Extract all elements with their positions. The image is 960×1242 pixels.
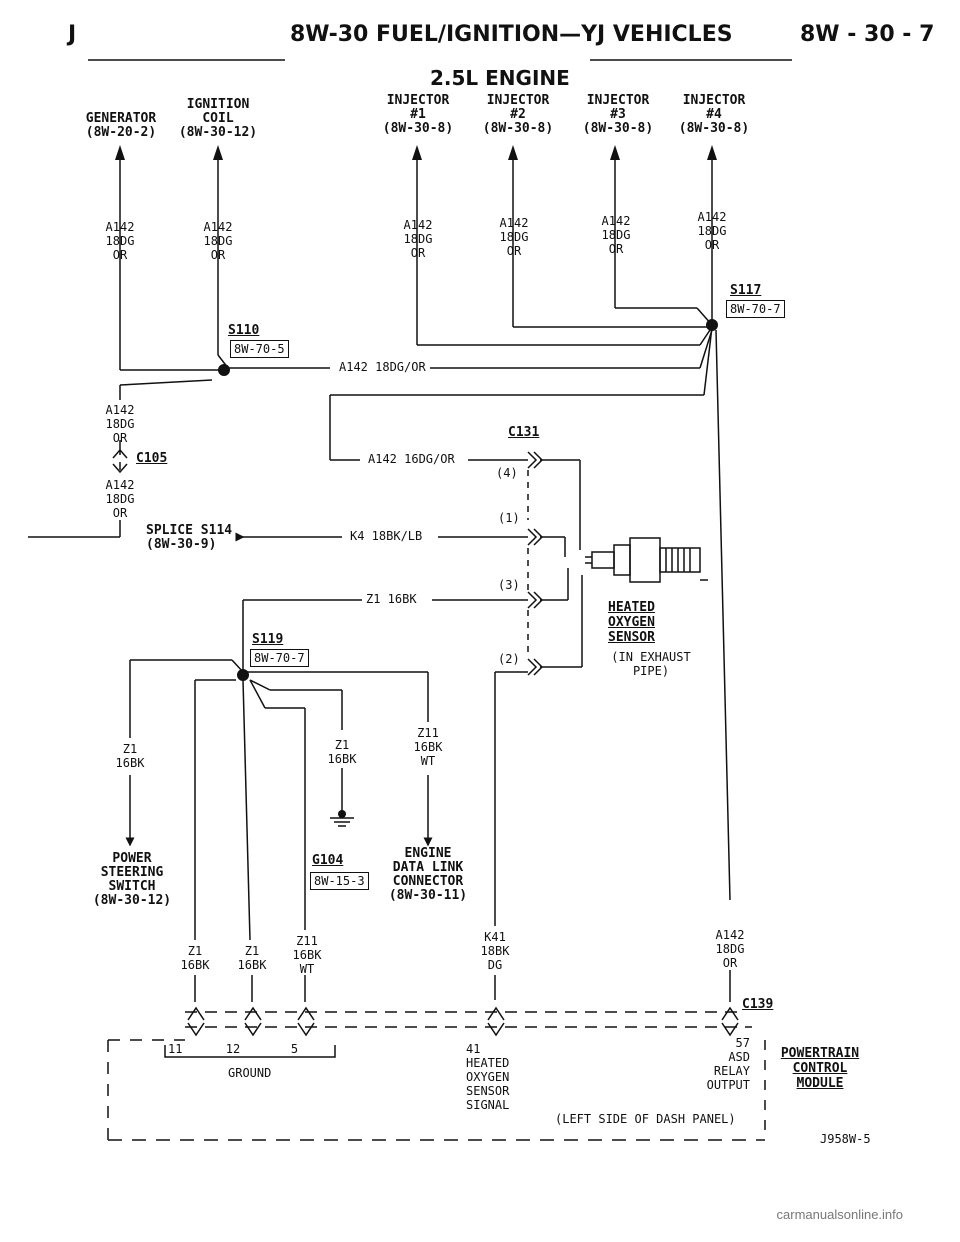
- splice-s117-dot: [706, 319, 718, 331]
- engine-data-link-label: ENGINE DATA LINK CONNECTOR (8W-30-11): [388, 846, 468, 903]
- watermark: carmanualsonline.info: [776, 1207, 903, 1222]
- wire-code-k41: K41 18BK DG: [480, 930, 510, 972]
- injector4-label: INJECTOR #4 (8W-30-8): [678, 93, 750, 136]
- splice-s110-dot: [218, 364, 230, 376]
- arrow-ignition-coil: [213, 145, 223, 160]
- figure-id: J958W-5: [820, 1132, 871, 1146]
- injector2-label: INJECTOR #2 (8W-30-8): [482, 93, 554, 136]
- pcm-label: POWERTRAIN CONTROL MODULE: [780, 1046, 860, 1091]
- arrow-injector4: [707, 145, 717, 160]
- c131-pin2-label: (2): [498, 652, 520, 666]
- wire-code-pcm57: A142 18DG OR: [715, 928, 745, 970]
- wire-g104: [249, 679, 271, 691]
- arrow-injector2: [508, 145, 518, 160]
- c131-pin1-label: (1): [498, 511, 520, 525]
- wire-pcm-pin12: [242, 679, 251, 941]
- c131-pin4-label: (4): [496, 466, 518, 480]
- wire-code-inj1: A142 18DG OR: [403, 218, 433, 260]
- engine-subtitle: 2.5L ENGINE: [430, 66, 570, 90]
- o2-sensor-threads: [665, 548, 691, 572]
- wire-code-power-steering: Z1 16BK: [115, 742, 145, 770]
- splice-s119-label: S119: [252, 632, 284, 647]
- splice-s110-label: S110: [228, 323, 260, 338]
- c131-pin1-cavity: [527, 528, 544, 546]
- splice-s117-ref: 8W-70-7: [726, 300, 785, 318]
- wire-code-inj4: A142 18DG OR: [697, 210, 727, 252]
- generator-label: GENERATOR (8W-20-2): [85, 111, 157, 140]
- splice-s119-ref: 8W-70-7: [250, 649, 309, 667]
- c139-cavities: [187, 1006, 739, 1021]
- page-number: 8W - 30 - 7: [800, 22, 935, 47]
- wire-s117-to-c131: [703, 326, 713, 396]
- page-title: 8W-30 FUEL/IGNITION—YJ VEHICLES: [290, 22, 733, 47]
- arrow-generator: [115, 145, 125, 160]
- splice-s117-label: S117: [730, 283, 762, 298]
- c105-symbol: [112, 448, 128, 474]
- ground-g104-label: G104: [312, 853, 344, 868]
- o2-sensor-label: HEATED OXYGEN SENSOR: [608, 600, 655, 645]
- wire-s110-down: [119, 379, 213, 386]
- ground-g104-ref: 8W-15-3: [310, 872, 369, 890]
- wire-code-pcm11: Z1 16BK: [180, 944, 210, 972]
- o2-sensor-tip: [591, 551, 615, 569]
- wire-code-inj3: A142 18DG OR: [601, 214, 631, 256]
- injector1-label: INJECTOR #1 (8W-30-8): [382, 93, 454, 136]
- wire-k4-label: K4 18BK/LB: [346, 529, 427, 543]
- pcm-location-note: (LEFT SIDE OF DASH PANEL): [555, 1112, 736, 1126]
- o2-sensor-hex: [629, 537, 661, 583]
- splice-s114-label: SPLICE S114 (8W-30-9): [146, 523, 233, 552]
- o2-sensor-location: (IN EXHAUST PIPE): [611, 650, 691, 678]
- injector3-label: INJECTOR #3 (8W-30-8): [582, 93, 654, 136]
- wire-code-pcm12: Z1 16BK: [237, 944, 267, 972]
- wire-code-dlc: Z11 16BK WT: [413, 726, 443, 768]
- power-steering-switch-label: POWER STEERING SWITCH (8W-30-12): [92, 851, 172, 908]
- connector-c131-label: C131: [508, 425, 540, 440]
- wire-code-coil: A142 18DG OR: [203, 220, 233, 262]
- arrow-injector1: [412, 145, 422, 160]
- wire-code-pcm5: Z11 16BK WT: [292, 934, 322, 976]
- connector-c105-label: C105: [136, 451, 168, 466]
- wire-s117-to-pcm: [715, 329, 731, 901]
- arrow-injector3: [610, 145, 620, 160]
- pcm-ground-pins: 11 12 5: [168, 1042, 299, 1056]
- c131-pin3-cavity: [527, 591, 544, 609]
- connector-c139-label: C139: [742, 997, 774, 1012]
- wire-a142-horizontal-label: A142 18DG/OR: [335, 360, 430, 374]
- wire-pcm-pin5: [249, 679, 266, 709]
- ignition-coil-label: IGNITION COIL (8W-30-12): [178, 97, 258, 140]
- ground-bracket: [164, 1045, 336, 1058]
- wire-code-g104: Z1 16BK: [327, 738, 357, 766]
- pcm-pin41-label: 41 HEATED OXYGEN SENSOR SIGNAL: [466, 1042, 510, 1112]
- pcm-pin57-label: 57 ASD RELAY OUTPUT: [706, 1036, 750, 1092]
- wire-a142-c131-label: A142 16DG/OR: [364, 452, 459, 466]
- wire-code-inj2: A142 18DG OR: [499, 216, 529, 258]
- header-left: J: [68, 22, 77, 47]
- c131-pin2-cavity: [527, 658, 544, 676]
- splice-s119-dot: [237, 669, 249, 681]
- c131-pin4-cavity: [527, 451, 544, 469]
- wire-code-s110-down: A142 18DG OR: [105, 403, 135, 445]
- wire-z1-label: Z1 16BK: [362, 592, 421, 606]
- pcm-ground-label: GROUND: [228, 1066, 272, 1080]
- wire-code-generator: A142 18DG OR: [105, 220, 135, 262]
- c131-pin3-label: (3): [498, 578, 520, 592]
- ground-g104-dot: [338, 810, 346, 818]
- splice-s110-ref: 8W-70-5: [230, 340, 289, 358]
- wire-code-c105-down: A142 18DG OR: [105, 478, 135, 520]
